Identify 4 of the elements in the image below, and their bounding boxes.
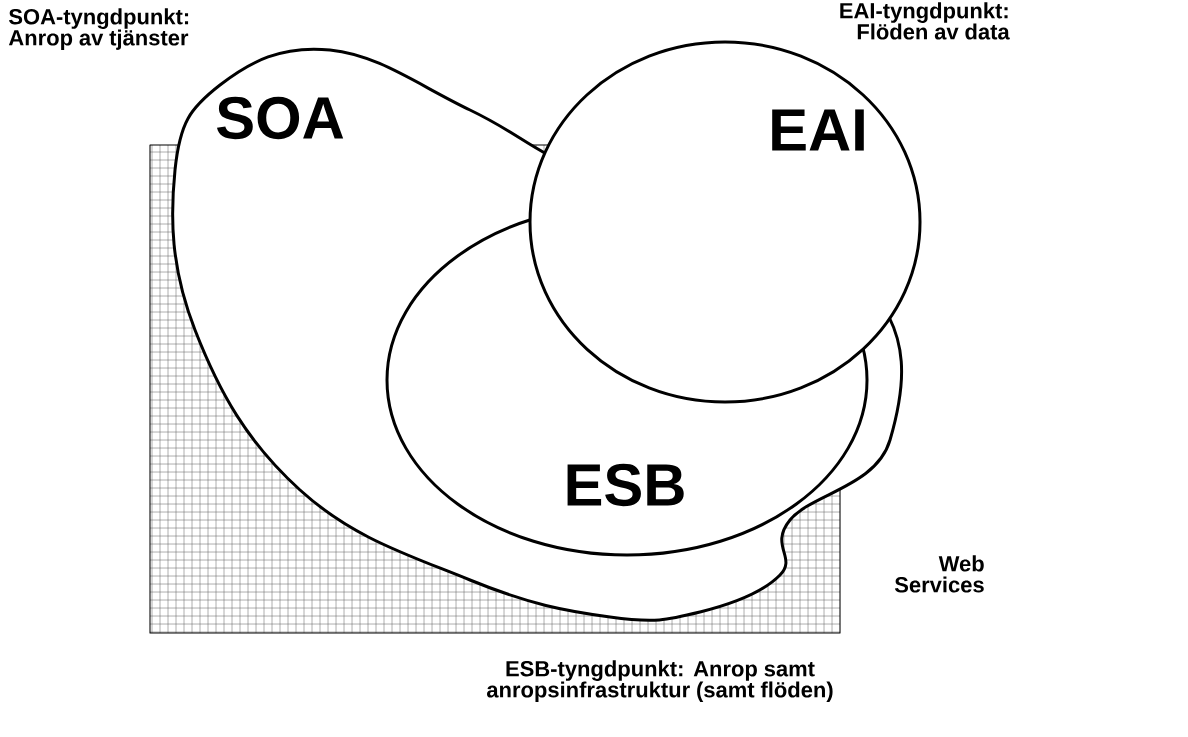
circle-region: EAI (528, 40, 922, 404)
note-text: SOA-tyngdpunkt: Anrop av tjänster (8, 8, 189, 50)
note-text: EAI-tyngdpunkt: Flöden av data (840, 2, 1010, 40)
note-text: ESB-tyngdpunkt: Anrop samt anropsinfrastruktur (samt flöden) (486, 660, 833, 702)
